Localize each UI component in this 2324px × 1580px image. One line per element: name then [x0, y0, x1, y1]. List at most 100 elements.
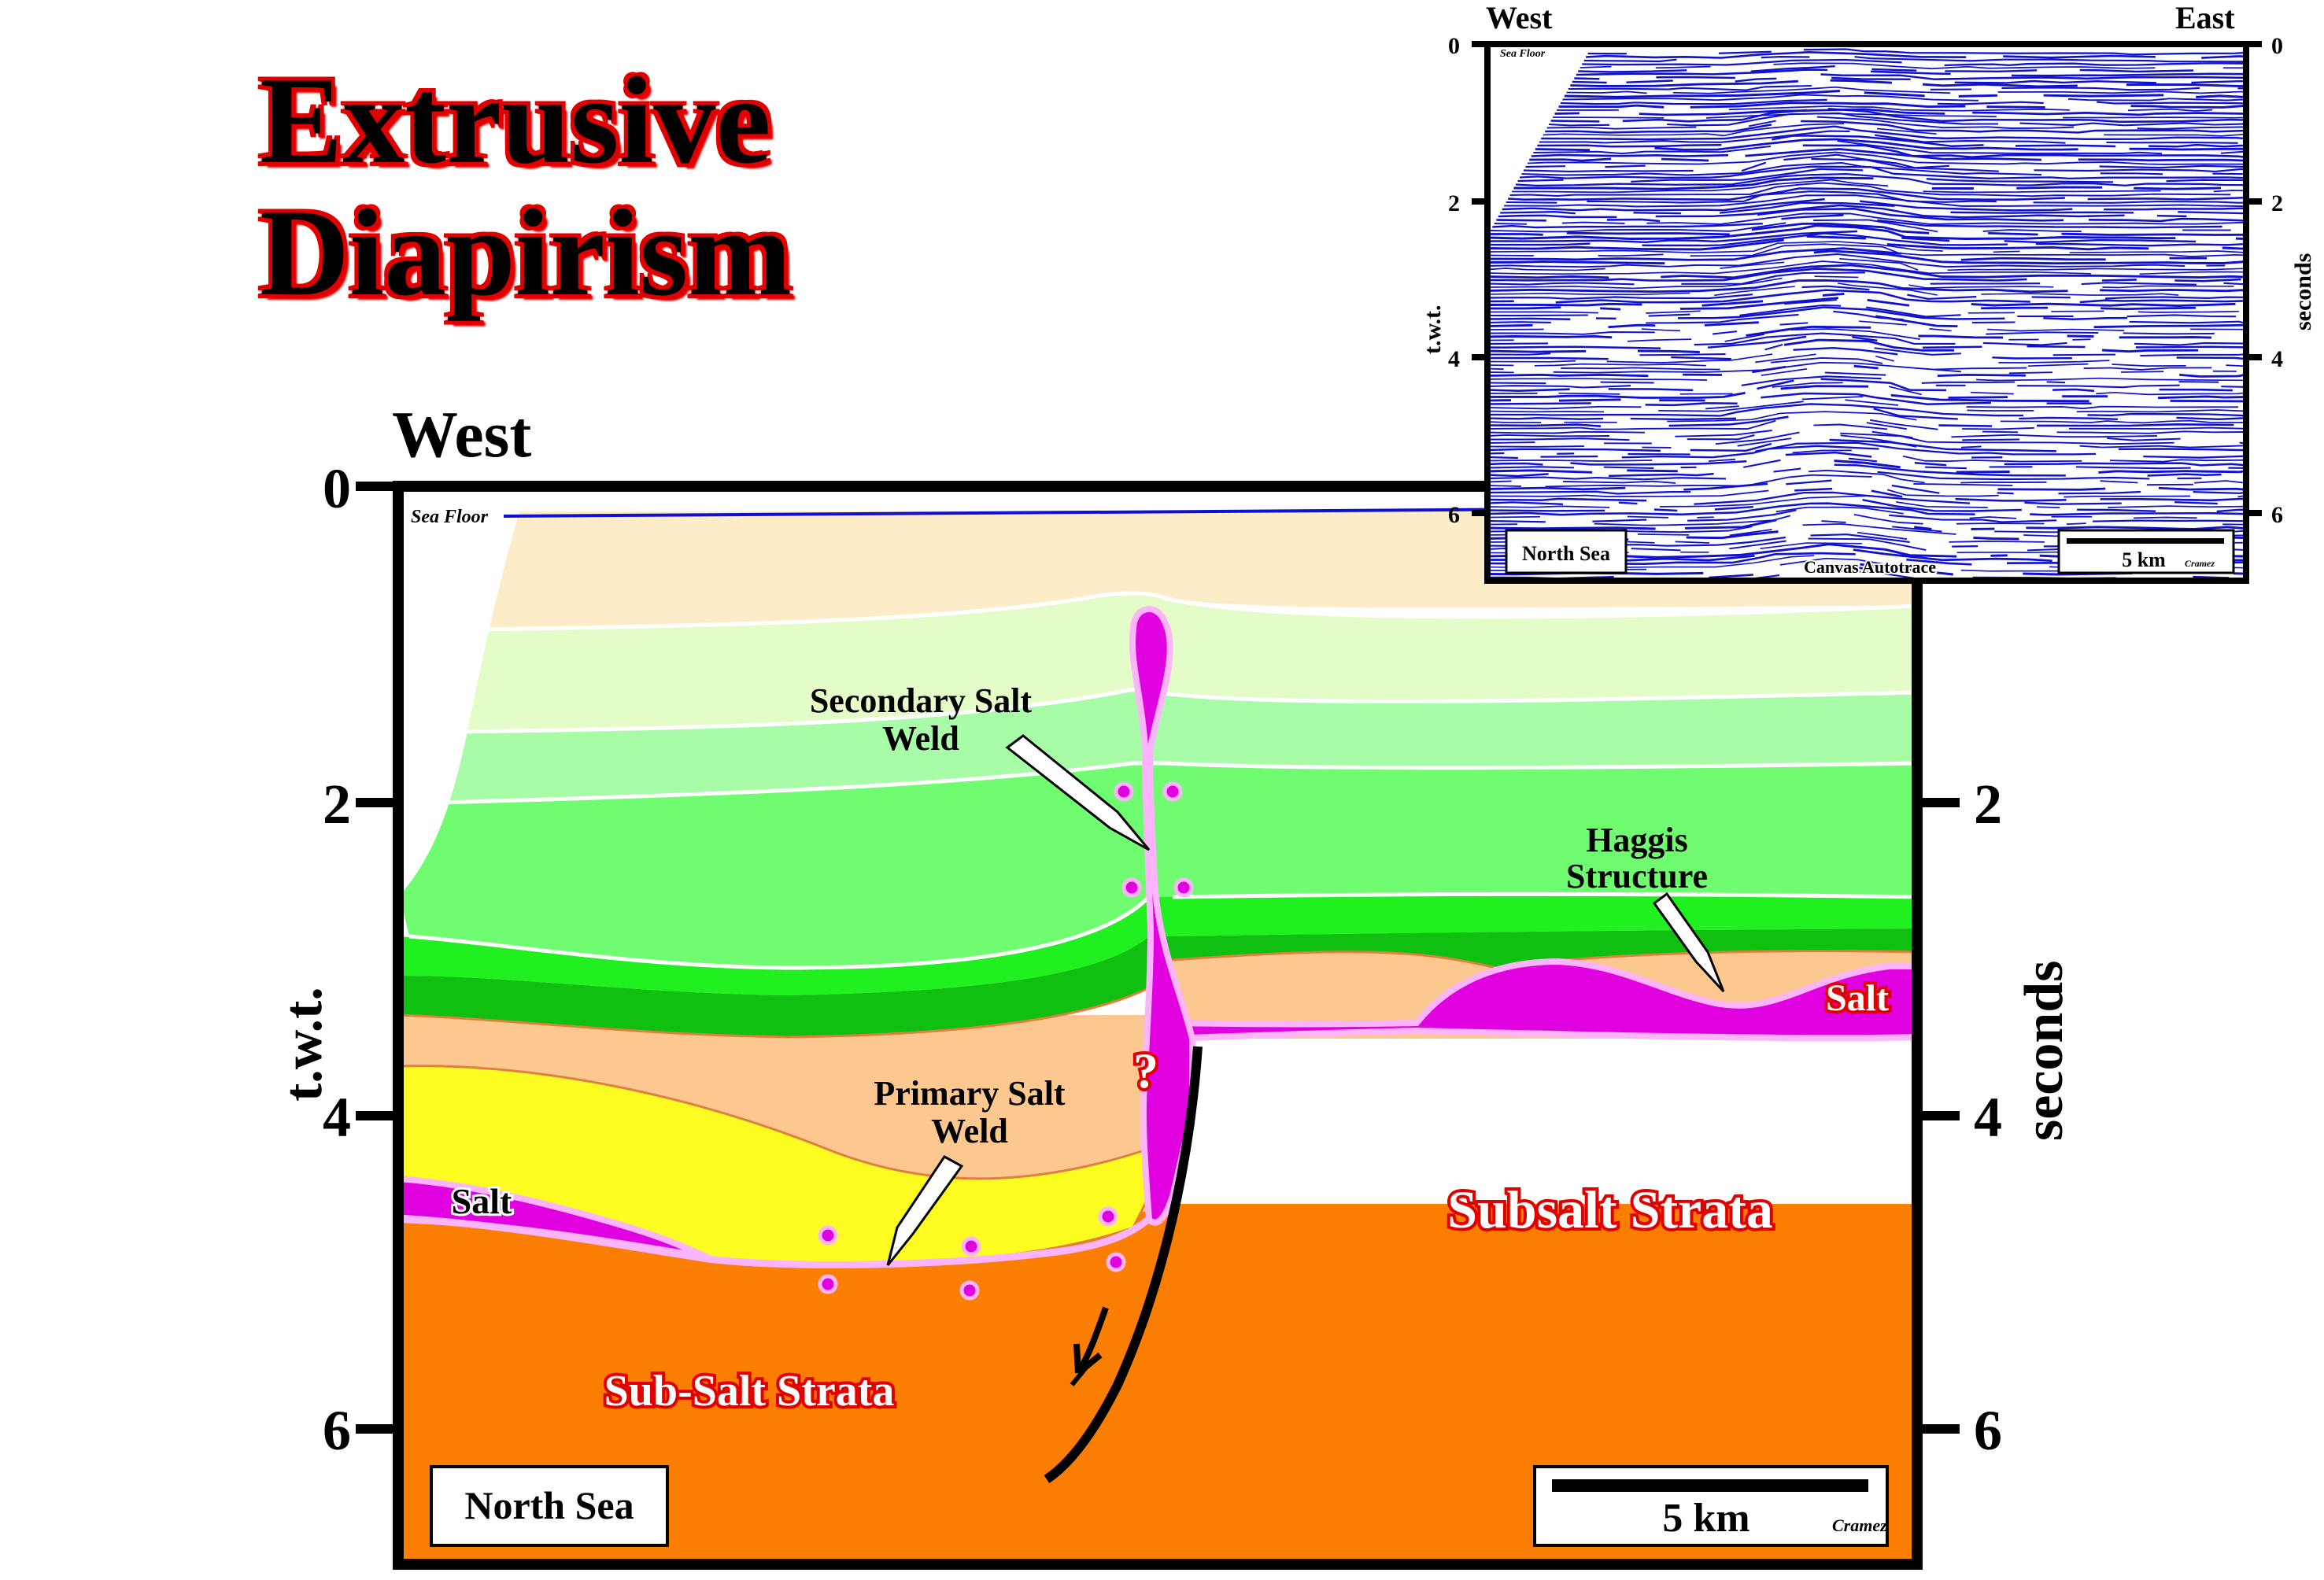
- seismic-reflection: [1541, 125, 2246, 141]
- seismic-reflection: [1531, 144, 2246, 159]
- scale-bar: [1552, 1479, 1868, 1492]
- inset-scale-box: [2057, 529, 2235, 574]
- seismic-reflection: [1487, 375, 2246, 389]
- seismic-reflection: [1487, 264, 2246, 279]
- title-line-1: Extrusive: [260, 52, 771, 190]
- seismic-reflection: [1487, 304, 2237, 318]
- tick-right-4: 4: [1974, 1086, 2002, 1149]
- label-secondary-weld-2: Weld: [882, 719, 959, 758]
- seismic-reflection: [1487, 320, 2246, 332]
- seismic-reflection: [1539, 130, 2238, 144]
- seismic-reflection: [1487, 514, 2246, 526]
- seismic-reflection: [1487, 234, 2246, 251]
- seismic-reflection: [1488, 222, 2246, 236]
- seismic-reflection: [1487, 419, 2246, 430]
- seismic-reflection: [1487, 243, 2246, 257]
- seismic-reflection: [1580, 62, 2246, 70]
- seismic-reflection: [1512, 179, 2246, 194]
- label-haggis-1: Haggis: [1586, 821, 1688, 859]
- seismic-reflection: [1487, 396, 2238, 410]
- tick-right-6: 6: [1974, 1399, 2002, 1462]
- seismic-reflection: [1500, 201, 2246, 215]
- normal-fault: [1044, 1046, 1203, 1483]
- sea-floor-slope: [398, 486, 519, 897]
- seismic-reflection: [1494, 212, 2246, 225]
- layer-dark-green: [398, 928, 1917, 1037]
- seismic-reflection: [1487, 247, 2208, 261]
- inset-tick-4: 4: [1448, 346, 1460, 372]
- seismic-reflection: [1487, 438, 2246, 452]
- seismic-reflection: [1487, 415, 2234, 427]
- seismic-reflection: [1487, 431, 2246, 445]
- seismic-reflection: [1587, 48, 2246, 56]
- seismic-reflection: [1521, 161, 2246, 176]
- seismic-reflection: [1487, 378, 2233, 393]
- seismic-reflection: [1487, 463, 2246, 478]
- seismic-reflection: [1487, 491, 2218, 505]
- seismic-reflection: [1578, 65, 2194, 73]
- seismic-reflection: [1525, 153, 2246, 169]
- seismic-reflection: [1487, 482, 2246, 491]
- seismic-reflection: [1504, 194, 2246, 208]
- layer-pale-green: [456, 593, 1917, 732]
- main-author: Cramez: [1832, 1515, 1887, 1535]
- seismic-reflection: [1487, 449, 2246, 463]
- inset-tick-right-0: 0: [2271, 33, 2283, 59]
- main-location: North Sea: [464, 1483, 634, 1527]
- seismic-reflection: [1545, 120, 2246, 134]
- seismic-reflection: [1487, 506, 2197, 519]
- seismic-reflection: [1576, 68, 2246, 77]
- seismic-reflection: [1487, 279, 2246, 293]
- label-secondary-weld-1: Secondary Salt: [810, 681, 1033, 720]
- seismic-reflection: [1537, 135, 2246, 148]
- inset-author: Cramez: [2185, 558, 2215, 569]
- seismic-reflection: [1550, 108, 2246, 124]
- tick-2: 2: [323, 773, 351, 836]
- seismic-reflection: [1566, 86, 2246, 94]
- seismic-reflection: [1487, 306, 2128, 321]
- seismic-reflection: [1487, 356, 2212, 371]
- label-salt-right: Salt: [1826, 977, 1889, 1019]
- seismic-reflections: [1487, 44, 2246, 581]
- seismic-reflection: [1487, 392, 2092, 407]
- seismic-reflection: [1523, 157, 2246, 172]
- seismic-reflection: [1487, 382, 2246, 396]
- seismic-reflection: [1533, 139, 2246, 155]
- seismic-reflection: [1513, 176, 2222, 190]
- inset-tick-0: 0: [1448, 33, 1460, 59]
- seismic-reflection: [1487, 411, 2246, 424]
- main-sea-floor: Sea Floor: [411, 507, 489, 527]
- seismic-reflection: [1487, 285, 2246, 301]
- seismic-reflection: [1570, 79, 2246, 88]
- label-question: ?: [1133, 1043, 1158, 1098]
- seismic-reflection: [1517, 168, 2246, 183]
- seismic-reflection: [1487, 495, 2246, 508]
- seismic-reflection: [1487, 344, 2246, 357]
- seismic-reflection: [1549, 112, 2246, 127]
- inset-west: West: [1486, 0, 1553, 35]
- seismic-reflection: [1487, 430, 2181, 441]
- seismic-reflection: [1487, 487, 2246, 502]
- seismic-reflection: [1487, 297, 2197, 311]
- inset-credit: Canvas Autotrace: [1804, 557, 1936, 577]
- tick-0: 0: [323, 457, 351, 520]
- seismic-reflection: [1487, 232, 2246, 247]
- seismic-reflection: [1487, 502, 2246, 516]
- seismic-reflection: [1487, 353, 2110, 364]
- seismic-reflection: [1556, 105, 2213, 112]
- right-ticks: [1916, 798, 1960, 1434]
- inset-location-box: [1505, 529, 1628, 574]
- primary-weld: [398, 1209, 1160, 1268]
- layer-light-green: [441, 689, 1917, 803]
- main-axis-right: seconds: [2014, 961, 2075, 1141]
- seismic-reflection: [1487, 445, 2246, 460]
- seismic-reflection: [1487, 403, 2246, 417]
- seismic-reflection: [1487, 423, 2158, 438]
- seismic-reflection: [1487, 224, 2246, 240]
- seismic-reflection: [1509, 182, 2231, 198]
- seismic-reflection: [1487, 399, 2246, 413]
- seismic-reflection: [1487, 353, 2246, 367]
- tick-4: 4: [323, 1086, 351, 1149]
- weld-markers: [818, 781, 1194, 1301]
